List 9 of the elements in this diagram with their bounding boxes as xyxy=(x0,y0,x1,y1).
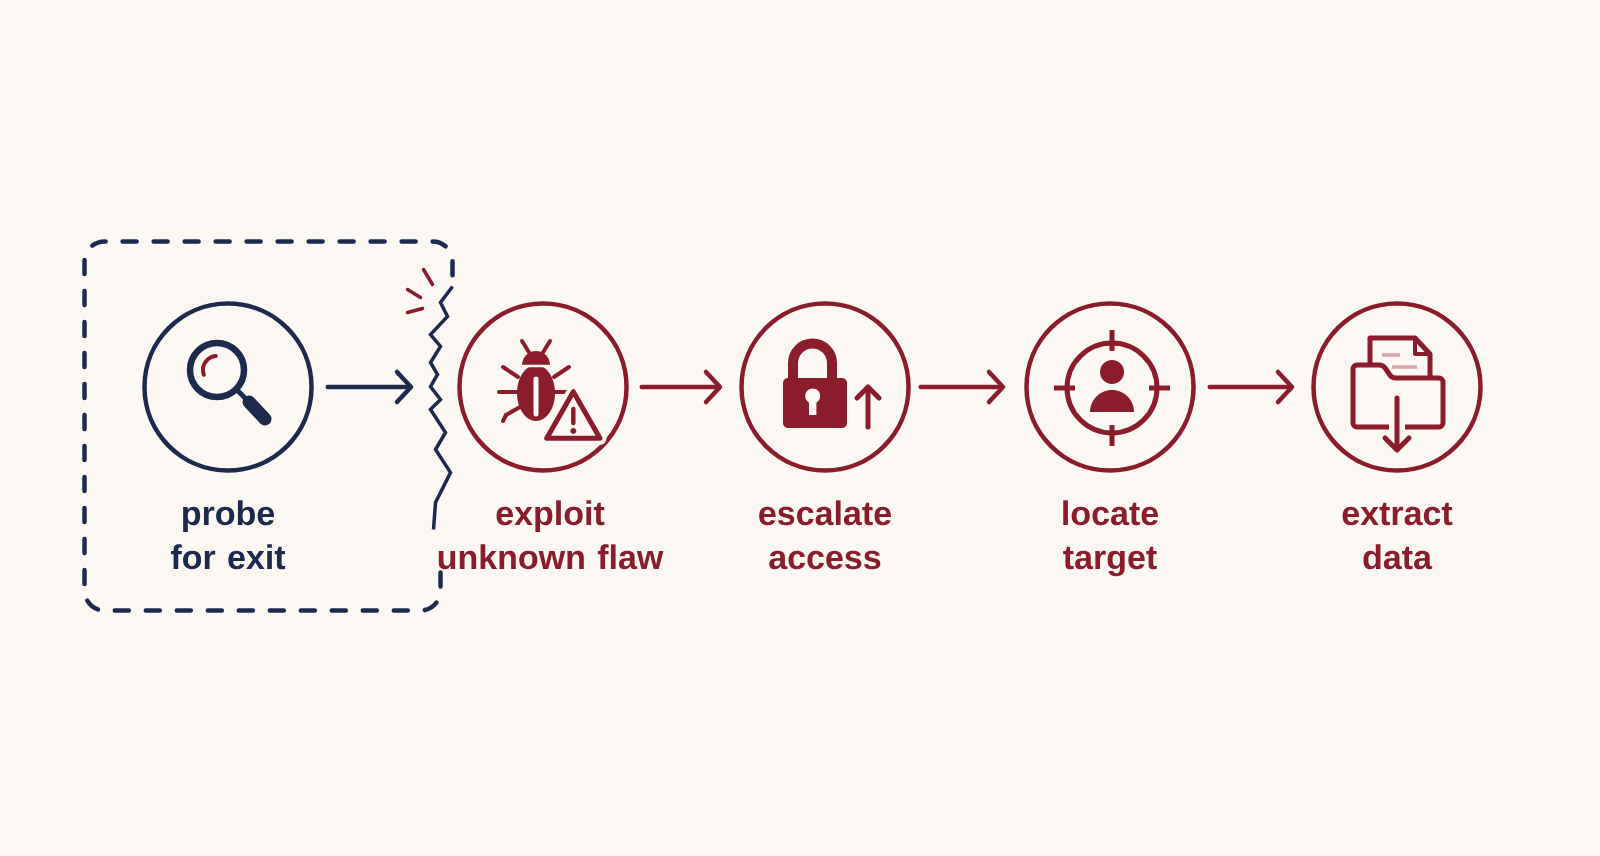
step-label: exploit unknown flaw xyxy=(438,500,664,570)
step-label: escalate access xyxy=(759,500,891,570)
step-label: locate target xyxy=(1063,500,1158,577)
arrow xyxy=(325,369,414,405)
arrow xyxy=(918,369,1006,405)
step-label: probe for exit xyxy=(170,500,286,570)
arrow xyxy=(1207,369,1295,405)
arrow xyxy=(639,369,723,405)
step-label: extract data xyxy=(1342,502,1453,570)
